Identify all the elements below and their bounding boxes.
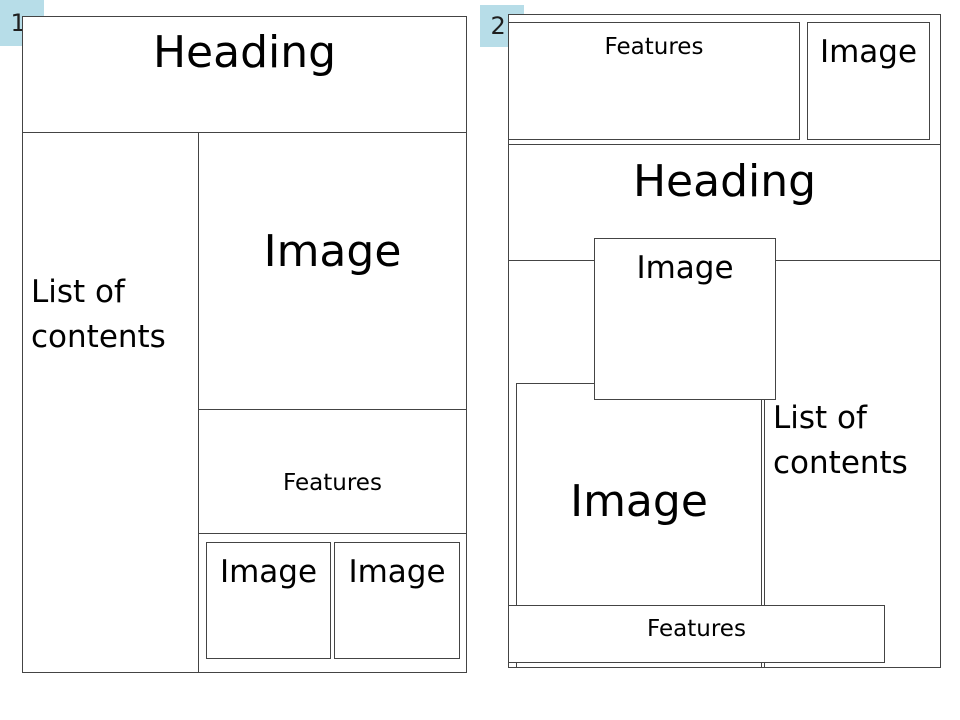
layout-2-column-divider	[764, 259, 765, 668]
layout-1-image-bottom-right-box	[334, 542, 460, 659]
layout-1-features-label: Features	[283, 470, 382, 496]
layout-1-image-bottom-left-box	[206, 542, 331, 659]
layout-2-heading-label: Heading	[632, 156, 817, 207]
layout-2-features-bottom-label: Features	[647, 616, 746, 642]
layout-2-image-top-label: Image	[819, 34, 918, 70]
layout-2-features-bottom-box	[508, 605, 885, 663]
layout-2-image-overlap-box	[594, 238, 776, 400]
layout-1-contents-label: List of contents	[31, 274, 166, 355]
layout-1-heading-box	[22, 16, 467, 134]
layout-2-image-large-label: Image	[570, 476, 708, 527]
layout-2-contents-label: List of contents	[773, 400, 908, 481]
layout-1-image-bottom-left-label: Image	[219, 554, 318, 590]
layout-2-image-overlap-label: Image	[636, 250, 734, 286]
layout-1-image-main-box	[198, 132, 467, 411]
layout-2-features-top-label: Features	[604, 34, 704, 60]
layout-1-contents-box	[22, 132, 200, 673]
layout-1-image-bottom-right-label: Image	[348, 554, 446, 590]
layout-2-image-top-box	[807, 22, 930, 140]
layout-2-features-top-box	[508, 22, 800, 140]
layout-1-heading-label: Heading	[152, 27, 337, 78]
layout-1-image-main-label: Image	[263, 226, 402, 277]
